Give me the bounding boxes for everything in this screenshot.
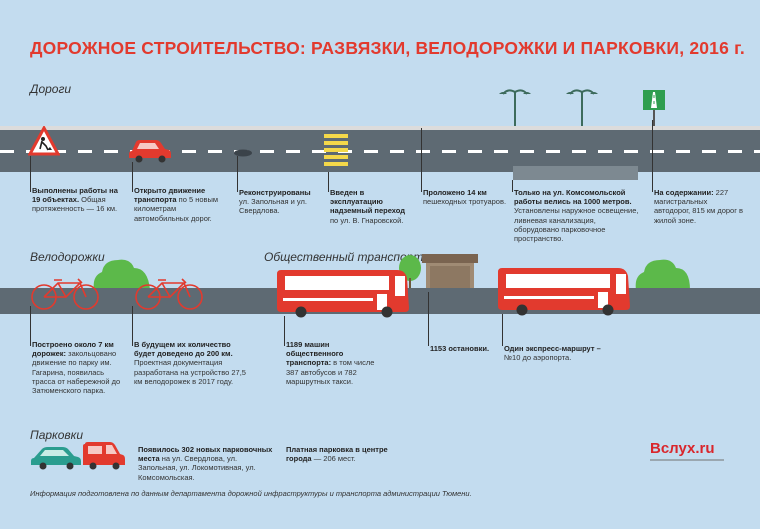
source-footer: Информация подготовлена по данным департ… [30, 489, 472, 498]
roads-caption-4: Введен в эксплуатацию надземный переход … [330, 188, 406, 225]
bush-icon [93, 259, 150, 290]
street-lamp-icon [499, 89, 531, 128]
red-bus-icon [498, 268, 630, 316]
road-widening [513, 166, 638, 180]
highway-sign-icon [643, 90, 665, 128]
transport-caption-3: Один экспресс-маршрут – №10 до аэропорта… [504, 344, 601, 363]
parking-caption-1: Появилось 302 новых парковочных места на… [138, 445, 273, 482]
logo-tagline-bar [650, 457, 730, 461]
roads-caption-5: Проложено 14 км пешеходных тротуаров. [423, 188, 507, 207]
teal-car-icon [31, 447, 81, 470]
transport-caption-2: 1153 остановки. [430, 344, 490, 353]
red-van-icon [83, 442, 125, 470]
sidewalk-strip [0, 126, 760, 130]
site-logo[interactable]: Вслух.ru [650, 440, 715, 457]
roads-caption-3: Реконструированы ул. Запольная и ул. Све… [239, 188, 311, 216]
page-title: ДОРОЖНОЕ СТРОИТЕЛЬСТВО: РАЗВЯЗКИ, ВЕЛОДО… [30, 38, 745, 58]
section-bikes-heading: Велодорожки [30, 250, 105, 264]
bicycle-icon [31, 278, 99, 310]
section-roads-heading: Дороги [30, 82, 72, 96]
street-lamp-icon [566, 89, 598, 128]
bush-icon [635, 259, 690, 290]
crosswalk-icon [324, 134, 348, 166]
road-main [0, 130, 760, 172]
roads-caption-2: Открыто движение транспорта по 5 новым к… [134, 186, 219, 223]
bicycle-icon [135, 278, 203, 310]
section-transport-heading: Общественный транспорт [264, 250, 424, 264]
roads-caption-6: Только на ул. Комсомольской работы велис… [514, 188, 639, 244]
red-bus-icon [277, 270, 409, 318]
bikes-caption-2: В будущем их количество будет доведено д… [134, 340, 246, 386]
bikes-caption-1: Построено около 7 км дорожек: закольцова… [32, 340, 121, 396]
manhole-icon [234, 149, 252, 157]
transport-caption-1: 1189 машин общественного транспорта: в т… [286, 340, 375, 386]
section-parking-heading: Парковки [30, 428, 83, 442]
road-works-sign-icon [28, 126, 60, 156]
roads-caption-1: Выполнены работы на 19 объектах. Общая п… [32, 186, 118, 214]
red-car-icon [129, 140, 171, 163]
roads-caption-7: На содержании: 227 магистральных автодор… [654, 188, 744, 225]
parking-caption-2: Платная парковка в центре города — 206 м… [286, 445, 388, 464]
